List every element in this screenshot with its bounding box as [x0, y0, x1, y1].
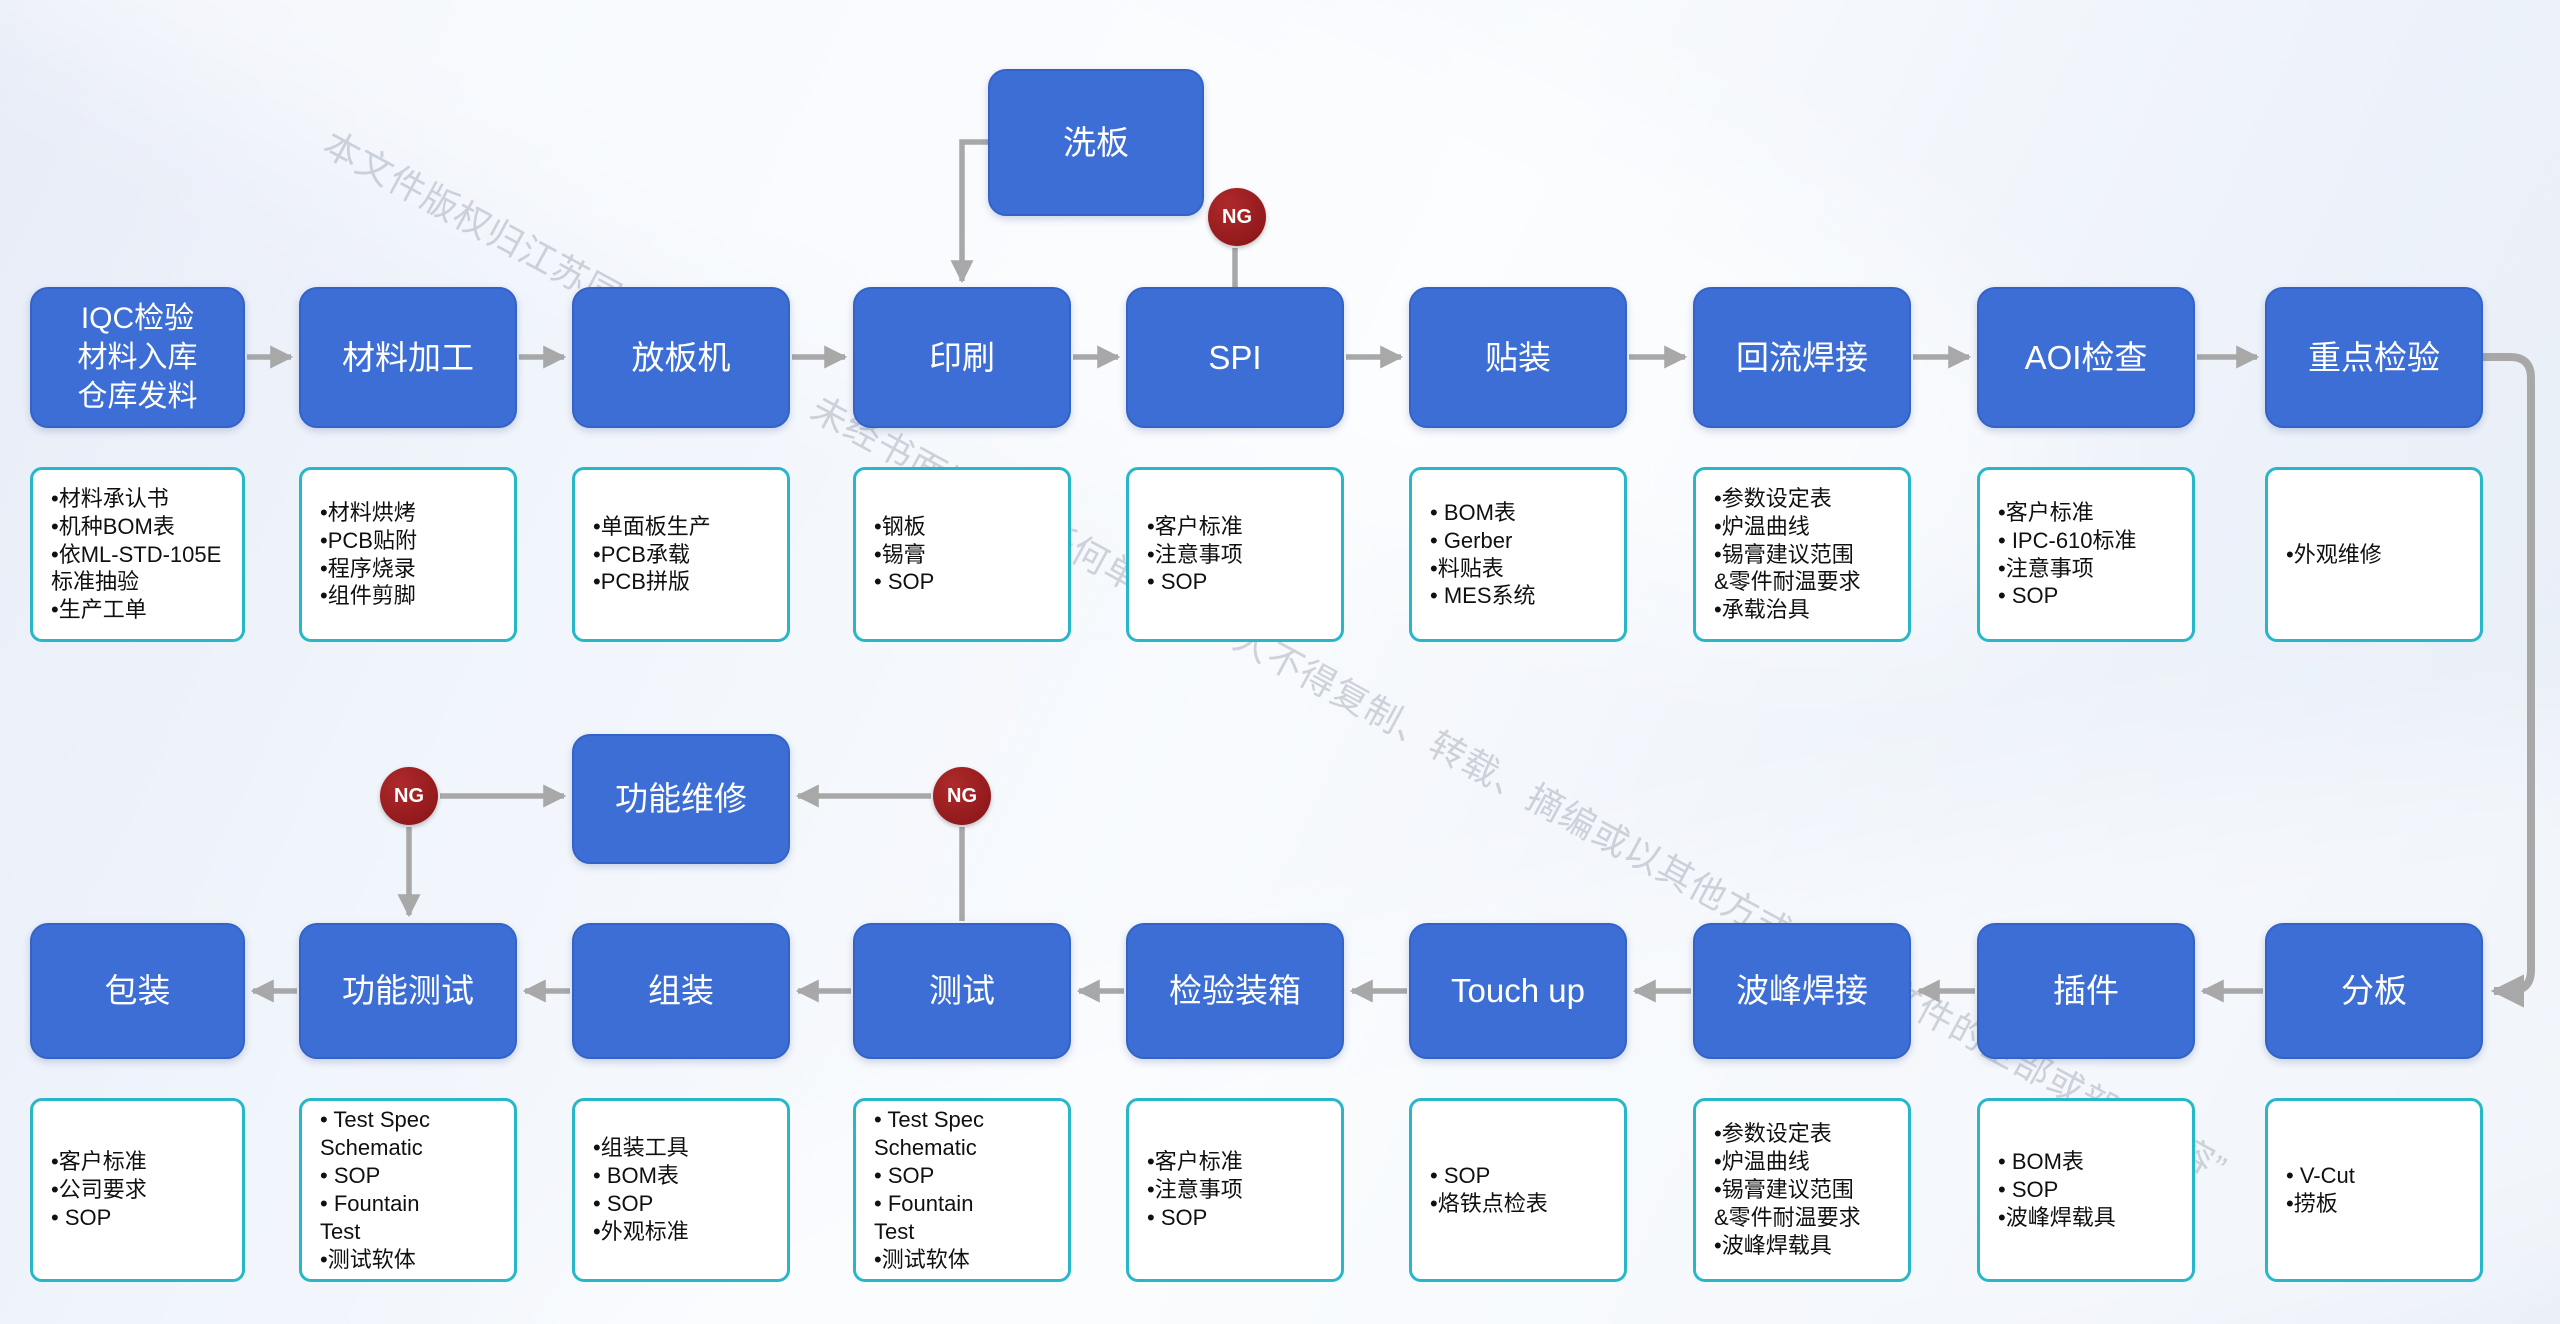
- process-label: 材料加工: [342, 338, 474, 376]
- detail-box-material-processing: •材料烘烤 •PCB贴附 •程序烧录 •组件剪脚: [299, 467, 517, 642]
- process-box-aoi: AOI检查: [1977, 287, 2195, 428]
- detail-text: •客户标准 •公司要求 • SOP: [51, 1149, 147, 1230]
- process-box-material-processing: 材料加工: [299, 287, 517, 428]
- process-label: AOI检查: [2024, 338, 2148, 376]
- process-box-key-inspection: 重点检验: [2265, 287, 2483, 428]
- process-label: 回流焊接: [1736, 338, 1868, 376]
- process-label: 印刷: [929, 338, 995, 376]
- detail-box-printing: •钢板 •锡膏 • SOP: [853, 467, 1071, 642]
- detail-box-functional-test: • Test Spec Schematic • SOP • Fountain T…: [299, 1098, 517, 1282]
- detail-box-mounting: • BOM表 • Gerber •料贴表 • MES系统: [1409, 467, 1627, 642]
- detail-text: •材料烘烤 •PCB贴附 •程序烧录 •组件剪脚: [320, 499, 417, 609]
- process-box-spi: SPI: [1126, 287, 1344, 428]
- detail-text: •参数设定表 •炉温曲线 •锡膏建议范围 &零件耐温要求 •承载治具: [1714, 485, 1861, 623]
- detail-text: •客户标准 •注意事项 • SOP: [1147, 513, 1243, 595]
- process-box-depaneling: 分板: [2265, 923, 2483, 1059]
- process-box-assembly: 组装: [572, 923, 790, 1059]
- detail-box-inspection-packing: •客户标准 •注意事项 • SOP: [1126, 1098, 1344, 1282]
- detail-text: • V-Cut •捞板: [2286, 1163, 2355, 1216]
- process-label: 放板机: [631, 338, 731, 376]
- detail-box-touch-up: • SOP •烙铁点检表: [1409, 1098, 1627, 1282]
- process-label: IQC检验 材料入库 仓库发料: [77, 302, 198, 413]
- process-label: 贴装: [1485, 338, 1551, 376]
- detail-box-iqc: •材料承认书 •机种BOM表 •依ML-STD-105E标准抽验 •生产工单: [30, 467, 245, 642]
- ng-badge-spi: NG: [1208, 188, 1266, 246]
- process-box-reflow: 回流焊接: [1693, 287, 1911, 428]
- process-label: 波峰焊接: [1736, 972, 1868, 1010]
- ng-badge-label: NG: [394, 784, 424, 807]
- process-label: Touch up: [1451, 972, 1585, 1010]
- process-label: 重点检验: [2308, 338, 2440, 376]
- detail-box-packing: •客户标准 •公司要求 • SOP: [30, 1098, 245, 1282]
- process-box-packing: 包装: [30, 923, 245, 1059]
- process-label: 功能测试: [342, 972, 474, 1010]
- process-box-mounting: 贴装: [1409, 287, 1627, 428]
- process-label: SPI: [1208, 338, 1262, 376]
- detail-text: • BOM表 • SOP •波峰焊载具: [1998, 1149, 2116, 1230]
- detail-box-aoi: •客户标准 • IPC-610标准 •注意事项 • SOP: [1977, 467, 2195, 642]
- detail-box-through-hole: • BOM表 • SOP •波峰焊载具: [1977, 1098, 2195, 1282]
- detail-text: • SOP •烙铁点检表: [1430, 1163, 1548, 1216]
- process-box-functional-test: 功能测试: [299, 923, 517, 1059]
- detail-text: •材料承认书 •机种BOM表 •依ML-STD-105E标准抽验 •生产工单: [51, 485, 222, 623]
- detail-box-spi: •客户标准 •注意事项 • SOP: [1126, 467, 1344, 642]
- detail-box-wave-soldering: •参数设定表 •炉温曲线 •锡膏建议范围 &零件耐温要求 •波峰焊载具: [1693, 1098, 1911, 1282]
- process-box-iqc: IQC检验 材料入库 仓库发料: [30, 287, 245, 428]
- ng-badge-functional-test: NG: [380, 767, 438, 825]
- process-label: 插件: [2053, 972, 2119, 1010]
- process-label: 测试: [929, 972, 995, 1010]
- detail-box-reflow: •参数设定表 •炉温曲线 •锡膏建议范围 &零件耐温要求 •承载治具: [1693, 467, 1911, 642]
- ng-badge-label: NG: [947, 784, 977, 807]
- detail-text: •组装工具 • BOM表 • SOP •外观标准: [593, 1135, 689, 1244]
- process-box-inspection-packing: 检验装箱: [1126, 923, 1344, 1059]
- process-label: 洗板: [1063, 123, 1129, 161]
- process-label: 包装: [104, 972, 171, 1010]
- detail-box-assembly: •组装工具 • BOM表 • SOP •外观标准: [572, 1098, 790, 1282]
- detail-text: •外观维修: [2286, 541, 2382, 567]
- ng-badge-label: NG: [1222, 205, 1252, 228]
- process-box-test: 测试: [853, 923, 1071, 1059]
- detail-text: •钢板 •锡膏 • SOP: [874, 513, 935, 595]
- process-label: 分板: [2341, 972, 2407, 1010]
- process-box-wave-soldering: 波峰焊接: [1693, 923, 1911, 1059]
- ng-badge-test: NG: [933, 767, 991, 825]
- detail-box-test: • Test Spec Schematic • SOP • Fountain T…: [853, 1098, 1071, 1282]
- detail-text: •参数设定表 •炉温曲线 •锡膏建议范围 &零件耐温要求 •波峰焊载具: [1714, 1121, 1861, 1258]
- detail-text: • Test Spec Schematic • SOP • Fountain T…: [320, 1107, 431, 1272]
- detail-text: •客户标准 •注意事项 • SOP: [1147, 1149, 1243, 1230]
- detail-box-depaneling: • V-Cut •捞板: [2265, 1098, 2483, 1282]
- detail-text: •客户标准 • IPC-610标准 •注意事项 • SOP: [1998, 499, 2137, 609]
- process-label: 组装: [648, 972, 714, 1010]
- process-box-functional-repair: 功能维修: [572, 734, 790, 864]
- process-box-touch-up: Touch up: [1409, 923, 1627, 1059]
- process-label: 检验装箱: [1169, 972, 1301, 1010]
- process-box-through-hole: 插件: [1977, 923, 2195, 1059]
- detail-text: • BOM表 • Gerber •料贴表 • MES系统: [1430, 499, 1536, 609]
- process-box-wash-board: 洗板: [988, 69, 1204, 216]
- process-box-board-loader: 放板机: [572, 287, 790, 428]
- detail-box-key-inspection: •外观维修: [2265, 467, 2483, 642]
- detail-text: •单面板生产 •PCB承载 •PCB拼版: [593, 513, 711, 595]
- process-box-printing: 印刷: [853, 287, 1071, 428]
- detail-box-board-loader: •单面板生产 •PCB承载 •PCB拼版: [572, 467, 790, 642]
- detail-text: • Test Spec Schematic • SOP • Fountain T…: [874, 1107, 985, 1272]
- process-label: 功能维修: [615, 780, 747, 818]
